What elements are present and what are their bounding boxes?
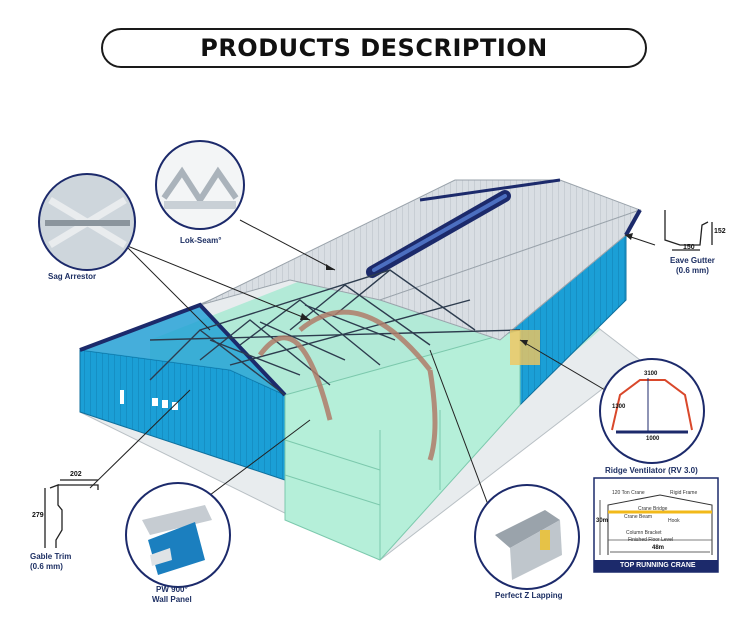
- eave-gutter-dim-width: 150: [683, 244, 695, 251]
- crane-tag: Crane Beam: [624, 514, 653, 520]
- crane-tag: Column Bracket: [626, 530, 662, 536]
- window: [162, 400, 168, 408]
- crane-tag: Rigid Frame: [670, 490, 698, 496]
- crane-tag: 120 Ton Crane: [612, 490, 645, 496]
- eave-gutter-dim-height: 152: [714, 228, 726, 235]
- page-title-banner: PRODUCTS DESCRIPTION: [101, 28, 647, 68]
- window: [120, 390, 124, 404]
- crane-tag: Finished Floor Level: [628, 537, 674, 543]
- ridge-dim-top: 3100: [644, 371, 658, 377]
- gable-trim-profile: [44, 479, 99, 548]
- pw-panel-label: PW 900° Wall Panel: [152, 585, 192, 605]
- crane-label: TOP RUNNING CRANE: [620, 562, 696, 569]
- eave-gutter-label: Eave Gutter (0.6 mm): [670, 256, 715, 276]
- lok-seam-label: Lok-Seam°: [180, 236, 222, 245]
- front-wall: [284, 329, 521, 561]
- eave-trim-line: [624, 209, 642, 236]
- window: [152, 398, 158, 406]
- crane-dim-span: 48m: [652, 545, 665, 551]
- pw-panel-inset: [125, 482, 231, 588]
- eave-gutter-profile: [664, 210, 713, 251]
- ridge-dim-bottom: 1000: [646, 436, 660, 442]
- eave-gutter-name: Eave Gutter: [670, 256, 715, 265]
- rafter-arcs: [257, 309, 438, 461]
- pw-panel-type: Wall Panel: [152, 595, 192, 604]
- ridge-ventilator-inset: [599, 358, 705, 464]
- sag-arrestor-inset: [38, 173, 136, 271]
- crane-dim-height: 30m: [596, 518, 609, 524]
- gable-top: [80, 305, 285, 395]
- page-title: PRODUCTS DESCRIPTION: [200, 34, 548, 62]
- steel-frames: [149, 269, 521, 396]
- gable-trim-label: Gable Trim (0.6 mm): [30, 552, 71, 572]
- ridge-dim-side: 1300: [612, 404, 626, 410]
- ridge-ventilator-label: Ridge Ventilator (RV 3.0): [605, 466, 698, 475]
- leader-lines: [89, 219, 656, 511]
- z-lapping-label: Perfect Z Lapping: [495, 591, 563, 600]
- crane-panel: [593, 477, 719, 573]
- gable-trim-dim-width: 202: [70, 471, 82, 478]
- window: [172, 402, 178, 410]
- gable-trim-thickness: (0.6 mm): [30, 562, 63, 571]
- gable-trim-dim-height: 279: [32, 512, 44, 519]
- lok-seam-inset: [155, 140, 245, 230]
- crane-tag: Hook: [668, 518, 680, 524]
- crane-tag: Crane Bridge: [638, 506, 668, 512]
- eave-louver: [510, 330, 540, 365]
- gable-trim-name: Gable Trim: [30, 552, 72, 561]
- eave-gutter-thickness: (0.6 mm): [676, 266, 709, 275]
- z-lapping-inset: [474, 484, 580, 590]
- pw-panel-name: PW 900°: [156, 585, 188, 594]
- gable-trim-line: [79, 302, 287, 397]
- sag-arrestor-label: Sag Arrestor: [48, 272, 97, 281]
